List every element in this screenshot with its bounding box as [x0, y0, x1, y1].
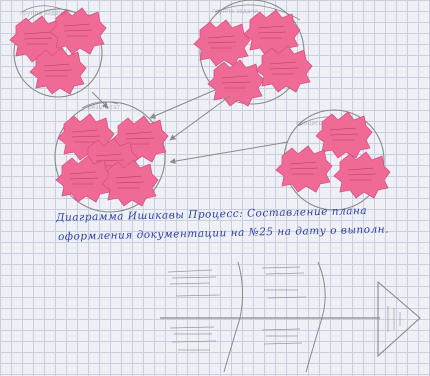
cluster-right: [276, 110, 390, 210]
sticky-note: [56, 156, 112, 202]
cluster-title: группа задачи: [212, 8, 258, 15]
cluster-middle-left: [55, 102, 168, 212]
sticky-note: [334, 152, 390, 198]
cluster-top-left: [10, 6, 106, 97]
cluster-top-right: [194, 0, 312, 106]
sticky-note: [208, 60, 264, 106]
cluster-title: результат: [88, 104, 120, 111]
fishbone-diagram-icon: [160, 262, 380, 372]
triangle-head-icon: [378, 282, 420, 356]
cluster-title: процесс: [296, 120, 322, 127]
sticky-note: [194, 20, 250, 66]
cluster-title: группа задачи: [20, 10, 66, 17]
